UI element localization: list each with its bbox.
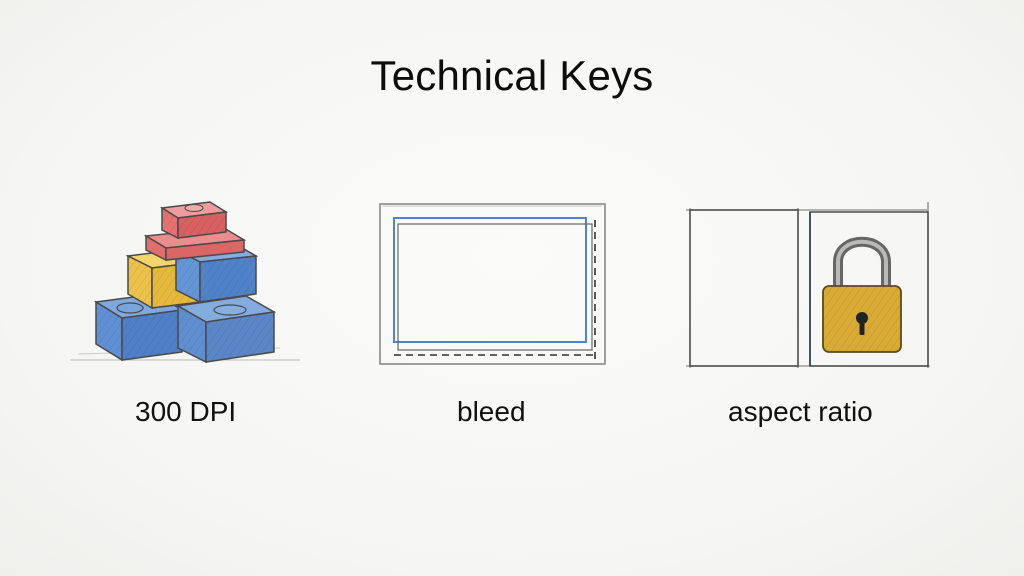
page-title: Technical Keys: [370, 52, 654, 99]
label-bleed: bleed: [457, 396, 526, 427]
bleed-illustration: [370, 190, 630, 380]
locked-aspect-ratio-icon: [686, 202, 930, 368]
aspect-ratio-illustration: [680, 190, 940, 380]
label-aspect-ratio: aspect ratio: [728, 396, 873, 427]
dpi-illustration: [60, 190, 320, 380]
stacked-blocks-icon: [70, 201, 300, 364]
label-300-dpi: 300 DPI: [135, 396, 237, 427]
bleed-frame-icon: [379, 203, 606, 365]
